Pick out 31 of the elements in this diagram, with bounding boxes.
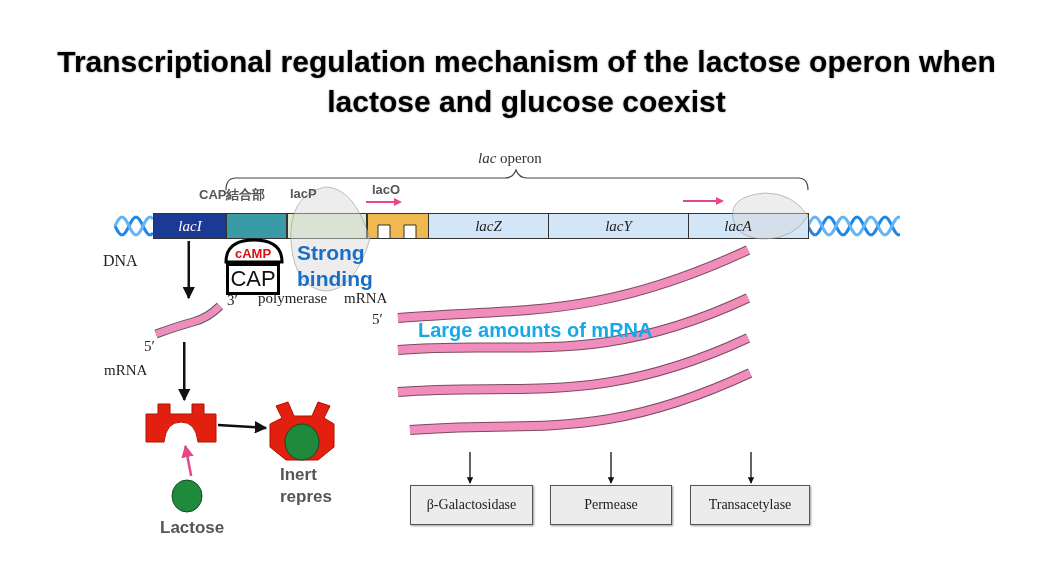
arrow: [178, 342, 191, 402]
annotation: mRNA: [344, 290, 388, 307]
enzyme-box: β-Galactosidase: [410, 485, 533, 525]
molecule-label: cAMP: [235, 246, 272, 261]
enzyme-box: Transacetylase: [690, 485, 810, 525]
gene-label: lacO: [372, 182, 401, 197]
annotation: mRNA: [104, 362, 148, 379]
annotation: 3′: [227, 292, 238, 309]
arrow: [217, 421, 268, 434]
molecule-label: Lactose: [160, 518, 225, 538]
gene-label: CAP結合部: [199, 186, 266, 204]
arrow: [607, 451, 615, 484]
arrow: [181, 444, 194, 477]
arrow: [466, 451, 474, 484]
arrow: [182, 241, 195, 300]
gene-segment: lacA: [688, 213, 809, 239]
annotation: DNA: [103, 252, 138, 270]
gene-segment: lacI: [153, 213, 227, 239]
protein-box: CAP: [226, 263, 280, 295]
enzyme-box: Permease: [550, 485, 672, 525]
molecule-label: Inert repres: [280, 464, 330, 508]
title: Transcriptional regulation mechanism of the lactose operon when lactose and glucose coexist: [56, 44, 997, 120]
annotation: Large amounts of mRNA: [418, 319, 653, 342]
bracket-label: lac operon: [478, 150, 542, 167]
gene-segment: lacZ: [428, 213, 549, 239]
annotation: 5′: [144, 338, 155, 355]
annotation: Strong binding: [297, 240, 374, 292]
arrow: [747, 451, 755, 484]
annotation: 5′: [372, 311, 383, 328]
gene-label: lacP: [290, 186, 317, 201]
gene-segment: lacY: [548, 213, 689, 239]
